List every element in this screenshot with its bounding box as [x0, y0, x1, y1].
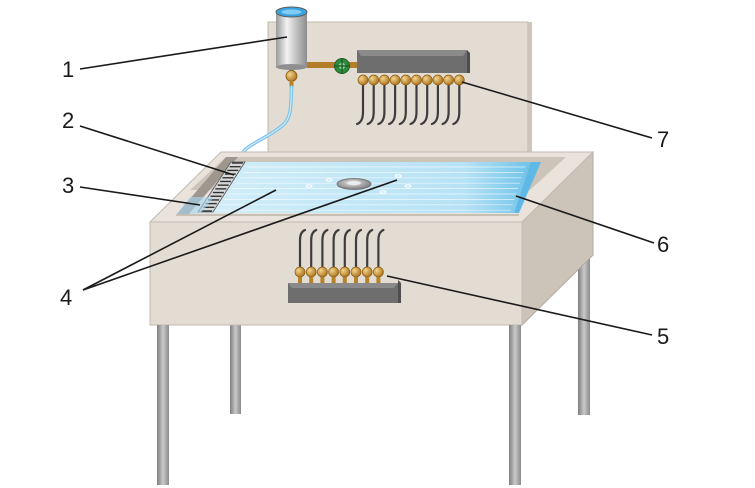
water-right-edge — [514, 162, 541, 213]
callout-leaders — [79, 36, 655, 336]
front-left-leg — [157, 325, 169, 485]
upper-nozzle-icon — [452, 74, 465, 126]
leader-7 — [461, 81, 653, 139]
upper-nozzle-row — [355, 74, 465, 126]
leader-6 — [515, 195, 655, 244]
leader-2 — [79, 125, 235, 176]
callout-label-1: 1 — [62, 57, 74, 82]
lower-nozzle-icon — [328, 228, 340, 283]
lower-nozzle-row — [294, 228, 385, 283]
upper-nozzle-icon — [366, 74, 380, 126]
lower-nozzle-icon — [350, 228, 363, 283]
leader-4b — [82, 179, 398, 291]
lower-nozzle-icon — [373, 228, 385, 283]
lower-nozzle-icon — [317, 228, 329, 283]
upper-nozzle-icon — [420, 74, 433, 126]
reservoir-tank-icon — [275, 6, 308, 87]
upper-nozzle-icon — [377, 74, 390, 126]
upper-nozzle-icon — [430, 74, 444, 126]
lower-nozzle-manifold-icon — [288, 280, 401, 303]
callout-label-6: 6 — [657, 232, 669, 257]
upper-nozzle-icon — [388, 74, 401, 126]
back-left-leg — [230, 325, 241, 414]
center-disc-icon — [336, 178, 372, 190]
lower-nozzle-icon — [294, 228, 307, 283]
floating-markers — [305, 174, 412, 194]
callout-label-4: 4 — [60, 285, 72, 310]
lower-nozzle-icon — [361, 228, 374, 283]
callout-label-3: 3 — [62, 173, 74, 198]
callout-label-7: 7 — [657, 127, 669, 152]
back-right-leg — [578, 255, 590, 415]
upper-nozzle-icon — [409, 74, 422, 126]
lower-nozzle-icon — [305, 228, 318, 283]
upper-nozzle-icon — [398, 74, 412, 126]
callout-label-2: 2 — [62, 108, 74, 133]
leader-4a — [82, 189, 277, 291]
callout-label-5: 5 — [657, 324, 669, 349]
leader-1 — [79, 36, 288, 70]
water-ripple-lines — [216, 166, 526, 211]
lower-nozzle-icon — [339, 228, 351, 283]
upper-nozzle-icon — [355, 74, 369, 126]
leader-5 — [386, 275, 653, 336]
front-right-leg — [509, 325, 521, 485]
backboard-side — [528, 22, 532, 160]
leader-3 — [79, 186, 201, 206]
left-channel — [176, 197, 214, 215]
upper-nozzle-icon — [441, 74, 454, 126]
valve-wheel-icon — [307, 58, 357, 74]
upper-nozzle-manifold-icon — [357, 50, 470, 73]
